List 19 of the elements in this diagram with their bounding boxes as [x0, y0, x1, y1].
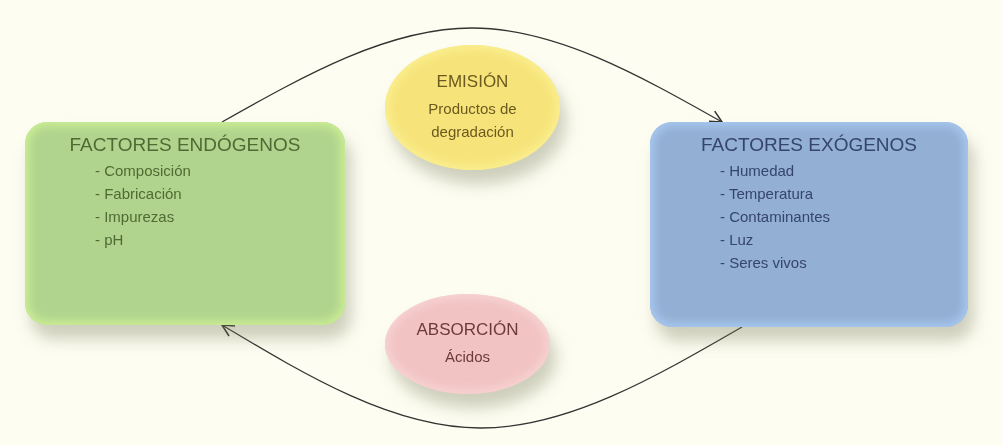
- list-item: - Luz: [720, 231, 754, 248]
- curved-arrow: [221, 27, 723, 123]
- heading: FACTORES ENDÓGENOS: [68, 134, 302, 156]
- factor-box: [650, 122, 968, 327]
- list-item: - Impurezas: [95, 208, 175, 225]
- heading: FACTORES EXÓGENOS: [699, 134, 919, 156]
- list-item: - pH: [95, 231, 124, 248]
- list-item: - Seres vivos: [720, 254, 807, 271]
- factor-box: [25, 122, 345, 325]
- list-item: - Composición: [95, 162, 191, 179]
- heading: EMISIÓN: [436, 72, 509, 92]
- list-item: - Contaminantes: [720, 208, 831, 225]
- heading: ABSORCIÓN: [416, 319, 519, 340]
- curved-arrow: [221, 324, 743, 429]
- list-item: - Humedad: [720, 162, 795, 179]
- description: Ácidos: [444, 346, 491, 367]
- list-item: - Temperatura: [720, 185, 814, 202]
- list-item: - Fabricación: [95, 185, 182, 202]
- description: Productos de degradación: [427, 99, 518, 142]
